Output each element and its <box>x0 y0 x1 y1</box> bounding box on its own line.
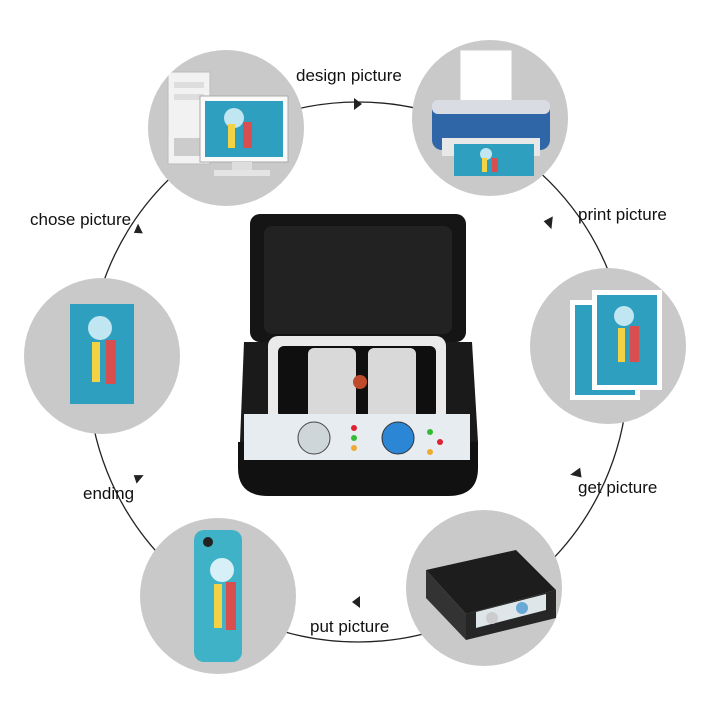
arrow-chose-to-design <box>354 98 362 110</box>
arrow-design-to-print <box>543 216 553 230</box>
step-get-node <box>530 268 686 424</box>
step-design-label: design picture <box>296 66 402 85</box>
step-put-label: put picture <box>310 617 390 636</box>
step-design-node <box>148 50 304 206</box>
arrow-get-to-put <box>352 596 360 608</box>
step-print-node <box>412 40 568 196</box>
arrow-ending-to-chose <box>133 223 143 234</box>
picture-icon <box>70 304 134 404</box>
machine-closed-icon <box>426 550 556 640</box>
arrow-put-to-ending <box>133 475 144 484</box>
printer-icon <box>432 49 550 176</box>
heat-press-machine <box>238 214 478 496</box>
printed-sheets-icon <box>570 290 662 400</box>
computer-icon <box>167 71 289 176</box>
step-chose-node <box>24 278 180 434</box>
arrow-print-to-get <box>570 467 582 478</box>
step-ending-label: ending <box>83 484 135 503</box>
step-get-label: get picture <box>578 478 658 497</box>
phone-case-icon <box>194 530 242 662</box>
step-put-node <box>406 510 562 666</box>
step-print-label: print picture <box>578 205 667 224</box>
step-ending-node <box>140 518 296 674</box>
step-chose-label: chose picture <box>30 210 132 229</box>
